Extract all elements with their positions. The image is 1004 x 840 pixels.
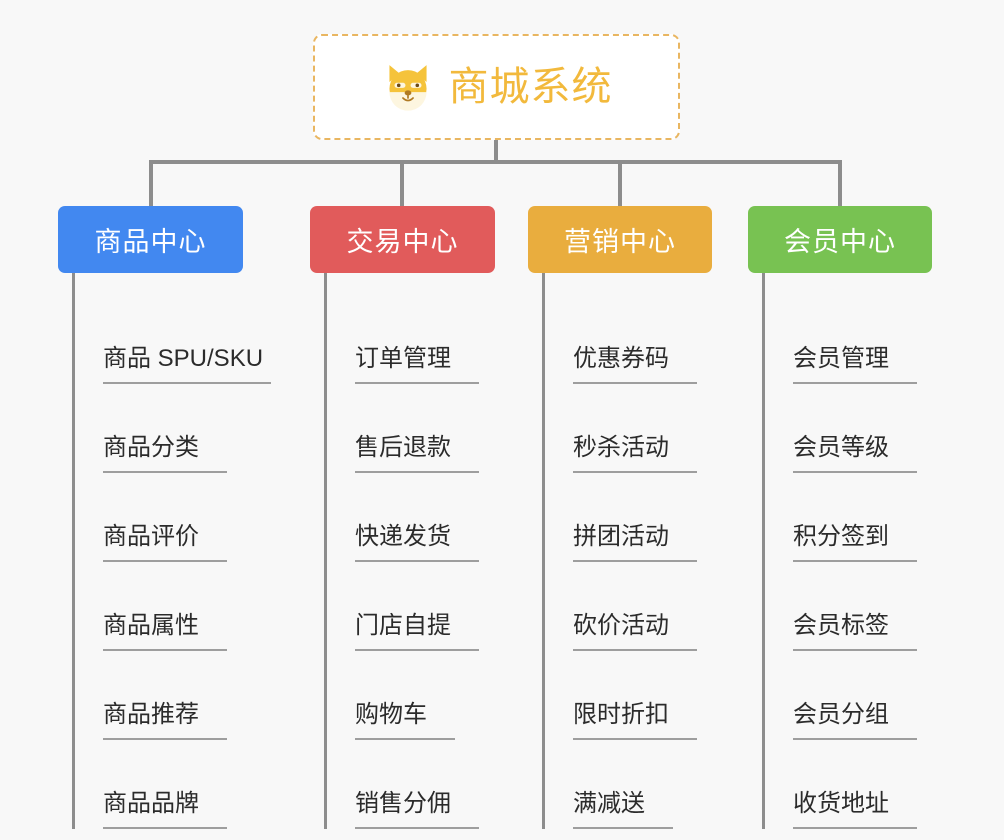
- branch-header-product-center[interactable]: 商品中心: [58, 206, 243, 273]
- leaf-label: 会员分组: [793, 701, 917, 740]
- leaf-item[interactable]: 会员分组: [765, 651, 948, 740]
- leaf-label: 商品评价: [103, 523, 227, 562]
- leaf-label: 商品推荐: [103, 701, 227, 740]
- branch-leaf-list: 优惠券码 秒杀活动 拼团活动 砍价活动 限时折扣 满减送: [542, 273, 728, 829]
- branch-column-product-center: 商品中心 商品 SPU/SKU 商品分类 商品评价 商品属性 商品推荐 商品品牌: [58, 206, 278, 829]
- leaf-label: 商品品牌: [103, 790, 227, 829]
- leaf-item[interactable]: 商品 SPU/SKU: [75, 295, 278, 384]
- branch-title: 商品中心: [94, 227, 207, 257]
- leaf-item[interactable]: 会员管理: [765, 295, 948, 384]
- leaf-label: 限时折扣: [573, 701, 697, 740]
- leaf-item[interactable]: 商品品牌: [75, 740, 278, 829]
- connector-drop-branch-4: [838, 160, 842, 206]
- branch-column-trade-center: 交易中心 订单管理 售后退款 快递发货 门店自提 购物车 销售分佣: [310, 206, 520, 829]
- leaf-label: 会员标签: [793, 612, 917, 651]
- leaf-label: 商品分类: [103, 434, 227, 473]
- leaf-label: 满减送: [573, 790, 673, 829]
- leaf-label: 会员管理: [793, 345, 917, 384]
- leaf-item[interactable]: 购物车: [327, 651, 520, 740]
- connector-drop-branch-3: [618, 160, 622, 206]
- leaf-label: 购物车: [355, 701, 455, 740]
- leaf-label: 积分签到: [793, 523, 917, 562]
- leaf-item[interactable]: 售后退款: [327, 384, 520, 473]
- branch-title: 会员中心: [784, 227, 896, 257]
- leaf-label: 售后退款: [355, 434, 479, 473]
- leaf-item[interactable]: 收货地址: [765, 740, 948, 829]
- leaf-label: 商品 SPU/SKU: [103, 345, 272, 384]
- leaf-item[interactable]: 限时折扣: [545, 651, 728, 740]
- leaf-item[interactable]: 门店自提: [327, 562, 520, 651]
- connector-horizontal-bus: [149, 160, 842, 164]
- branch-title: 交易中心: [346, 227, 459, 257]
- leaf-item[interactable]: 砍价活动: [545, 562, 728, 651]
- branch-column-member-center: 会员中心 会员管理 会员等级 积分签到 会员标签 会员分组 收货地址: [748, 206, 948, 829]
- connector-drop-branch-2: [400, 160, 404, 206]
- leaf-item[interactable]: 商品分类: [75, 384, 278, 473]
- leaf-label: 收货地址: [793, 790, 917, 829]
- leaf-label: 商品属性: [103, 612, 227, 651]
- root-title: 商城系统: [448, 65, 613, 109]
- branch-header-marketing-center[interactable]: 营销中心: [528, 206, 712, 273]
- leaf-label: 会员等级: [793, 434, 917, 473]
- leaf-item[interactable]: 订单管理: [327, 295, 520, 384]
- leaf-label: 销售分佣: [355, 790, 479, 829]
- leaf-label: 拼团活动: [573, 523, 697, 562]
- leaf-label: 秒杀活动: [573, 434, 697, 473]
- leaf-item[interactable]: 优惠券码: [545, 295, 728, 384]
- connector-drop-branch-1: [149, 160, 153, 206]
- leaf-item[interactable]: 积分签到: [765, 473, 948, 562]
- leaf-item[interactable]: 会员标签: [765, 562, 948, 651]
- branch-column-marketing-center: 营销中心 优惠券码 秒杀活动 拼团活动 砍价活动 限时折扣 满减送: [528, 206, 728, 829]
- leaf-item[interactable]: 商品属性: [75, 562, 278, 651]
- leaf-label: 砍价活动: [573, 612, 697, 651]
- leaf-item[interactable]: 销售分佣: [327, 740, 520, 829]
- branch-leaf-list: 会员管理 会员等级 积分签到 会员标签 会员分组 收货地址: [762, 273, 948, 829]
- connector-root-stem: [494, 140, 498, 164]
- leaf-item[interactable]: 快递发货: [327, 473, 520, 562]
- leaf-label: 订单管理: [355, 345, 479, 384]
- leaf-label: 优惠券码: [573, 345, 697, 384]
- branch-header-trade-center[interactable]: 交易中心: [310, 206, 495, 273]
- root-node[interactable]: 商城系统: [313, 34, 680, 140]
- branch-header-member-center[interactable]: 会员中心: [748, 206, 932, 273]
- leaf-item[interactable]: 拼团活动: [545, 473, 728, 562]
- leaf-item[interactable]: 满减送: [545, 740, 728, 829]
- leaf-item[interactable]: 会员等级: [765, 384, 948, 473]
- leaf-item[interactable]: 商品推荐: [75, 651, 278, 740]
- branch-title: 营销中心: [564, 227, 676, 257]
- leaf-label: 快递发货: [355, 523, 479, 562]
- leaf-item[interactable]: 秒杀活动: [545, 384, 728, 473]
- branch-leaf-list: 商品 SPU/SKU 商品分类 商品评价 商品属性 商品推荐 商品品牌: [72, 273, 278, 829]
- leaf-label: 门店自提: [355, 612, 479, 651]
- branch-leaf-list: 订单管理 售后退款 快递发货 门店自提 购物车 销售分佣: [324, 273, 520, 829]
- leaf-item[interactable]: 商品评价: [75, 473, 278, 562]
- shiba-dog-face-icon: [388, 65, 427, 111]
